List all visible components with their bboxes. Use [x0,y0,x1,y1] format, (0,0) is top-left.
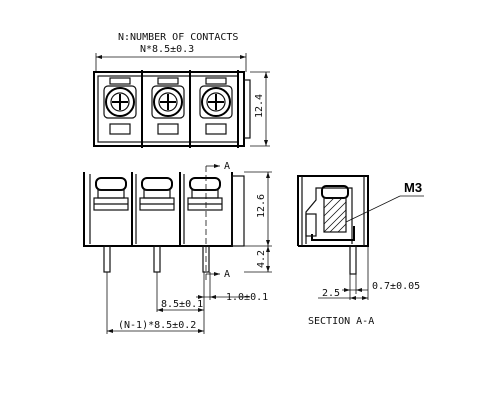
pin-width-dim: 1.0±0.1 [226,292,268,303]
pitch-dim: 8.5±0.1 [161,299,203,310]
pin-offset-dim: 2.5 [322,288,340,299]
screw-terminal-2 [151,77,185,135]
front-body-outline [83,172,233,247]
height-dim-12-6: 12.6 [256,194,267,218]
screw-terminal-1 [103,77,137,135]
m3-leader [345,195,401,223]
pitch-label: N*8.5±0.3 [140,44,194,55]
screw-terminal-3 [199,77,233,135]
pin-thickness-dim: 0.7±0.05 [372,281,420,292]
section-screw-body [323,197,347,233]
top-view: N:NUMBER OF CONTACTS N*8.5±0.3 [93,32,270,148]
arrow-right [240,55,246,59]
section-pin [349,245,357,275]
front-view: A A 12.6 4.2 1.0±0.1 8.5±0.1 [83,161,272,334]
arrow-left [96,55,102,59]
front-screw-3 [187,177,223,211]
pin-3 [202,245,210,273]
total-pitch-dim: (N-1)*8.5±0.2 [118,320,196,331]
m3-label: M3 [404,180,422,195]
front-screw-1 [93,177,129,211]
height-dim-4-2: 4.2 [256,250,267,268]
side-tab [243,79,251,139]
pin-1 [103,245,111,273]
section-mark-a-bottom: A [224,269,230,280]
contacts-label: N:NUMBER OF CONTACTS [118,32,238,43]
height-dim-12-4: 12.4 [254,94,265,118]
front-screw-2 [139,177,175,211]
section-mark-a-top: A [224,161,230,172]
section-caption: SECTION A-A [308,316,374,327]
section-outline [297,175,369,247]
pin-2 [153,245,161,273]
section-view: M3 0.7±0.05 2.5 SECTION A-A [297,175,424,327]
